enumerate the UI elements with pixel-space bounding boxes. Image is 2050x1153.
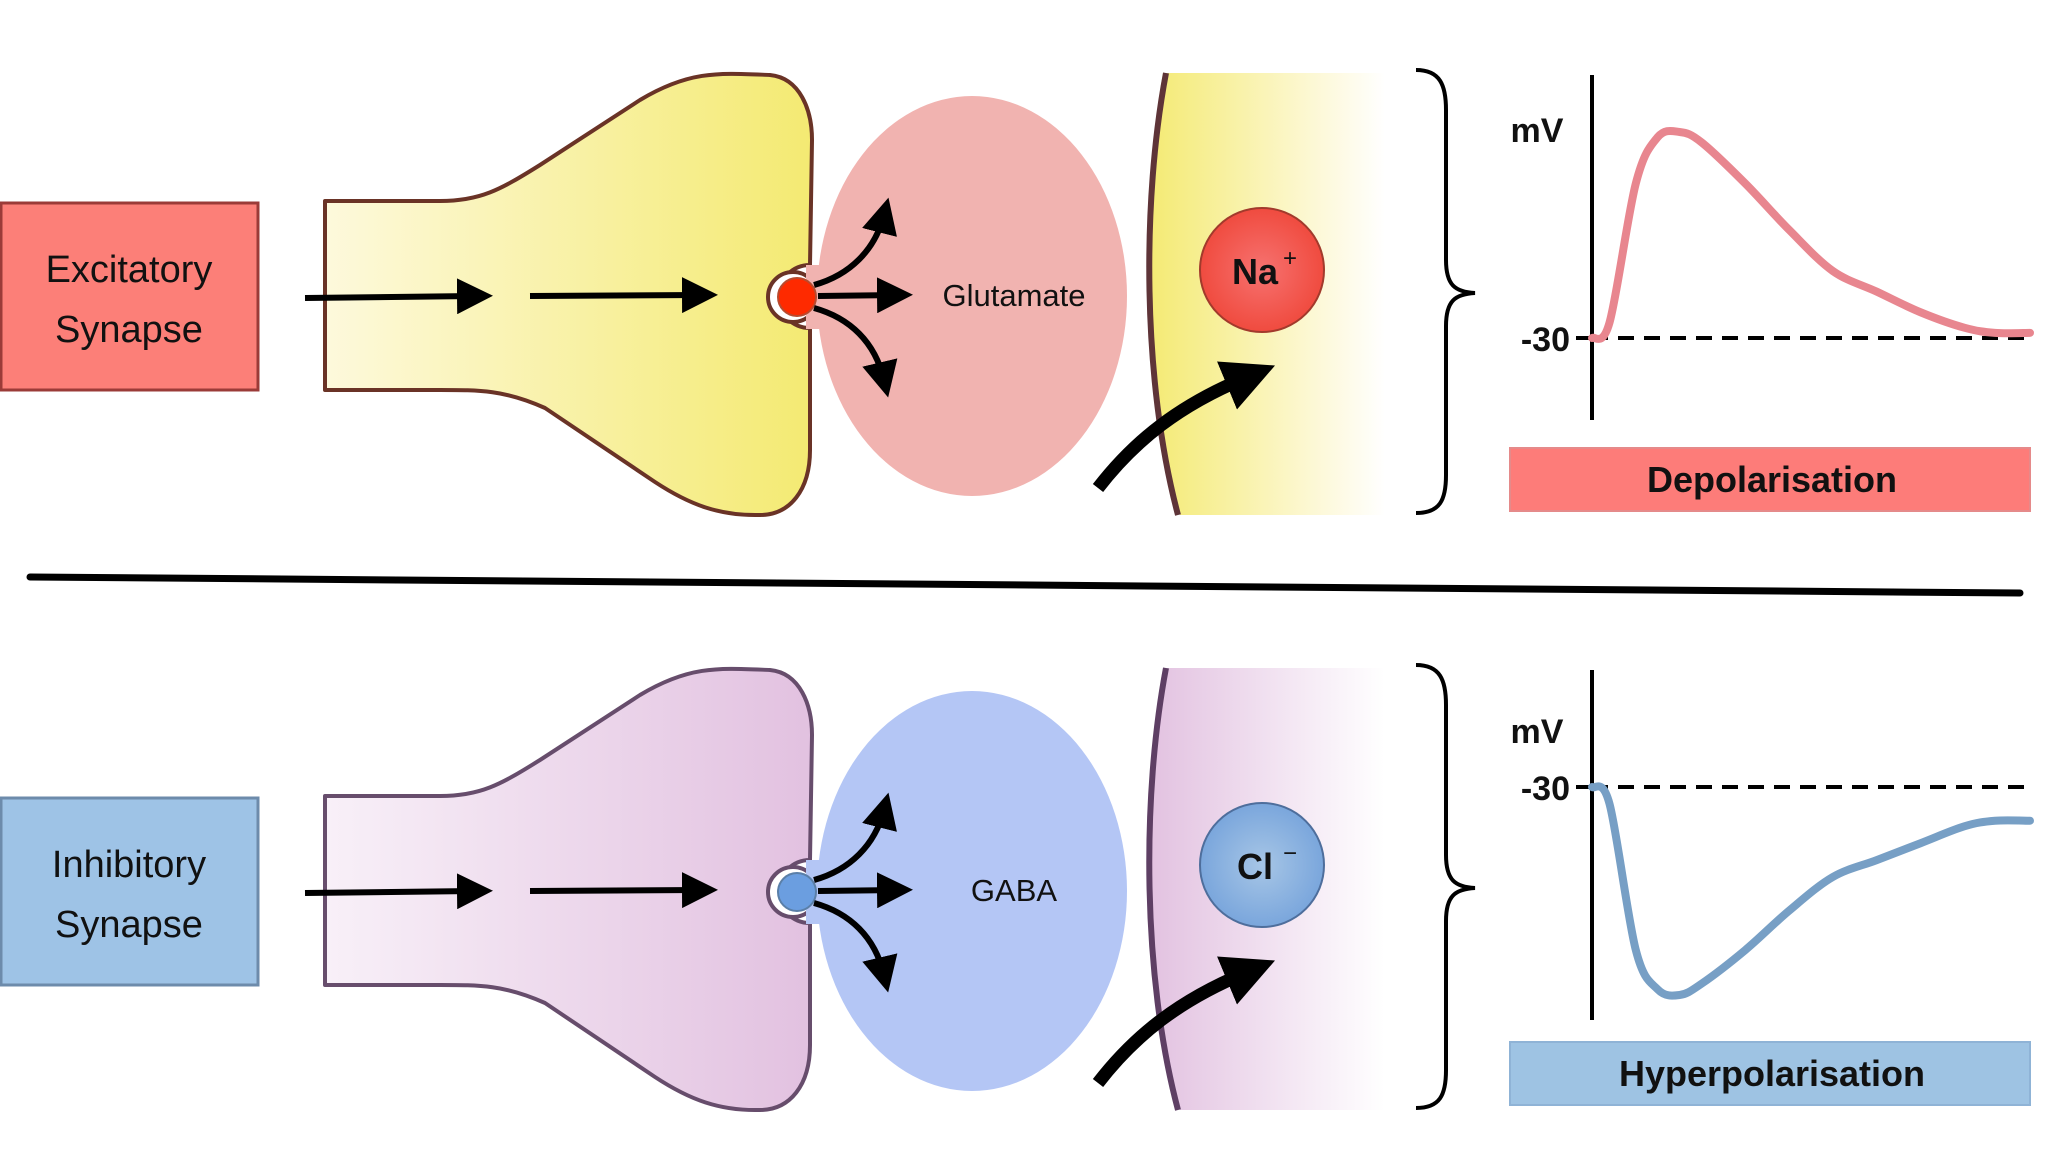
vesicle — [777, 277, 817, 317]
y-tick-label: -30 — [1521, 770, 1570, 808]
result-box — [1509, 447, 2031, 512]
label-line1: Excitatory — [46, 249, 213, 291]
membrane-potential-chart: mV -30 — [1511, 670, 2034, 1020]
release-arrow-right — [817, 277, 913, 314]
ion-symbol: Na — [1232, 251, 1279, 292]
ion-influx-arrow — [1092, 956, 1276, 1087]
result-banner: Hyperpolarisation — [1509, 1041, 2031, 1106]
y-tick-label: -30 — [1521, 321, 1570, 359]
ion-influx-arrow — [1092, 361, 1276, 492]
signal-arrow-2 — [529, 872, 718, 909]
ion-charge: − — [1283, 840, 1297, 867]
sodium-ion: Na+ — [1199, 207, 1325, 333]
y-axis-label: mV — [1511, 713, 1564, 751]
neurotransmitter-label: GABA — [971, 873, 1057, 908]
section-divider — [26, 573, 2024, 597]
result-box — [1509, 1041, 2031, 1106]
signal-arrow-1 — [304, 873, 493, 910]
release-arrow-right — [817, 872, 913, 909]
postsynaptic-membrane — [1146, 667, 1181, 1111]
y-axis-label: mV — [1511, 112, 1564, 150]
ion-circle — [1199, 207, 1325, 333]
release-arrow-up — [813, 792, 897, 883]
neurotransmitter-label: Glutamate — [942, 278, 1085, 313]
label-line2: Synapse — [55, 309, 203, 351]
membrane-potential-chart: mV -30 — [1511, 75, 2034, 420]
label-box — [0, 201, 260, 392]
chloride-ion: Cl− — [1199, 802, 1325, 928]
release-arrow-down — [813, 900, 898, 993]
result-label: Depolarisation — [1647, 459, 1897, 500]
release-arrow-up — [813, 197, 897, 288]
result-label: Hyperpolarisation — [1619, 1053, 1925, 1094]
label-box — [0, 796, 260, 987]
signal-arrow-1 — [304, 278, 493, 315]
release-arrow-down — [813, 305, 898, 398]
ion-charge: + — [1283, 245, 1297, 272]
ion-symbol: Cl — [1237, 846, 1273, 887]
postsynaptic-membrane — [1146, 72, 1181, 516]
result-banner: Depolarisation — [1509, 447, 2031, 512]
curly-brace — [1415, 663, 1476, 1110]
label-line1: Inhibitory — [52, 844, 206, 886]
vesicle — [777, 872, 817, 912]
membrane-potential-trace — [1588, 782, 2034, 1000]
signal-arrow-2 — [529, 277, 718, 314]
label-line2: Synapse — [55, 904, 203, 946]
curly-brace — [1415, 68, 1476, 515]
ion-circle — [1199, 802, 1325, 928]
membrane-potential-trace — [1588, 126, 2034, 343]
